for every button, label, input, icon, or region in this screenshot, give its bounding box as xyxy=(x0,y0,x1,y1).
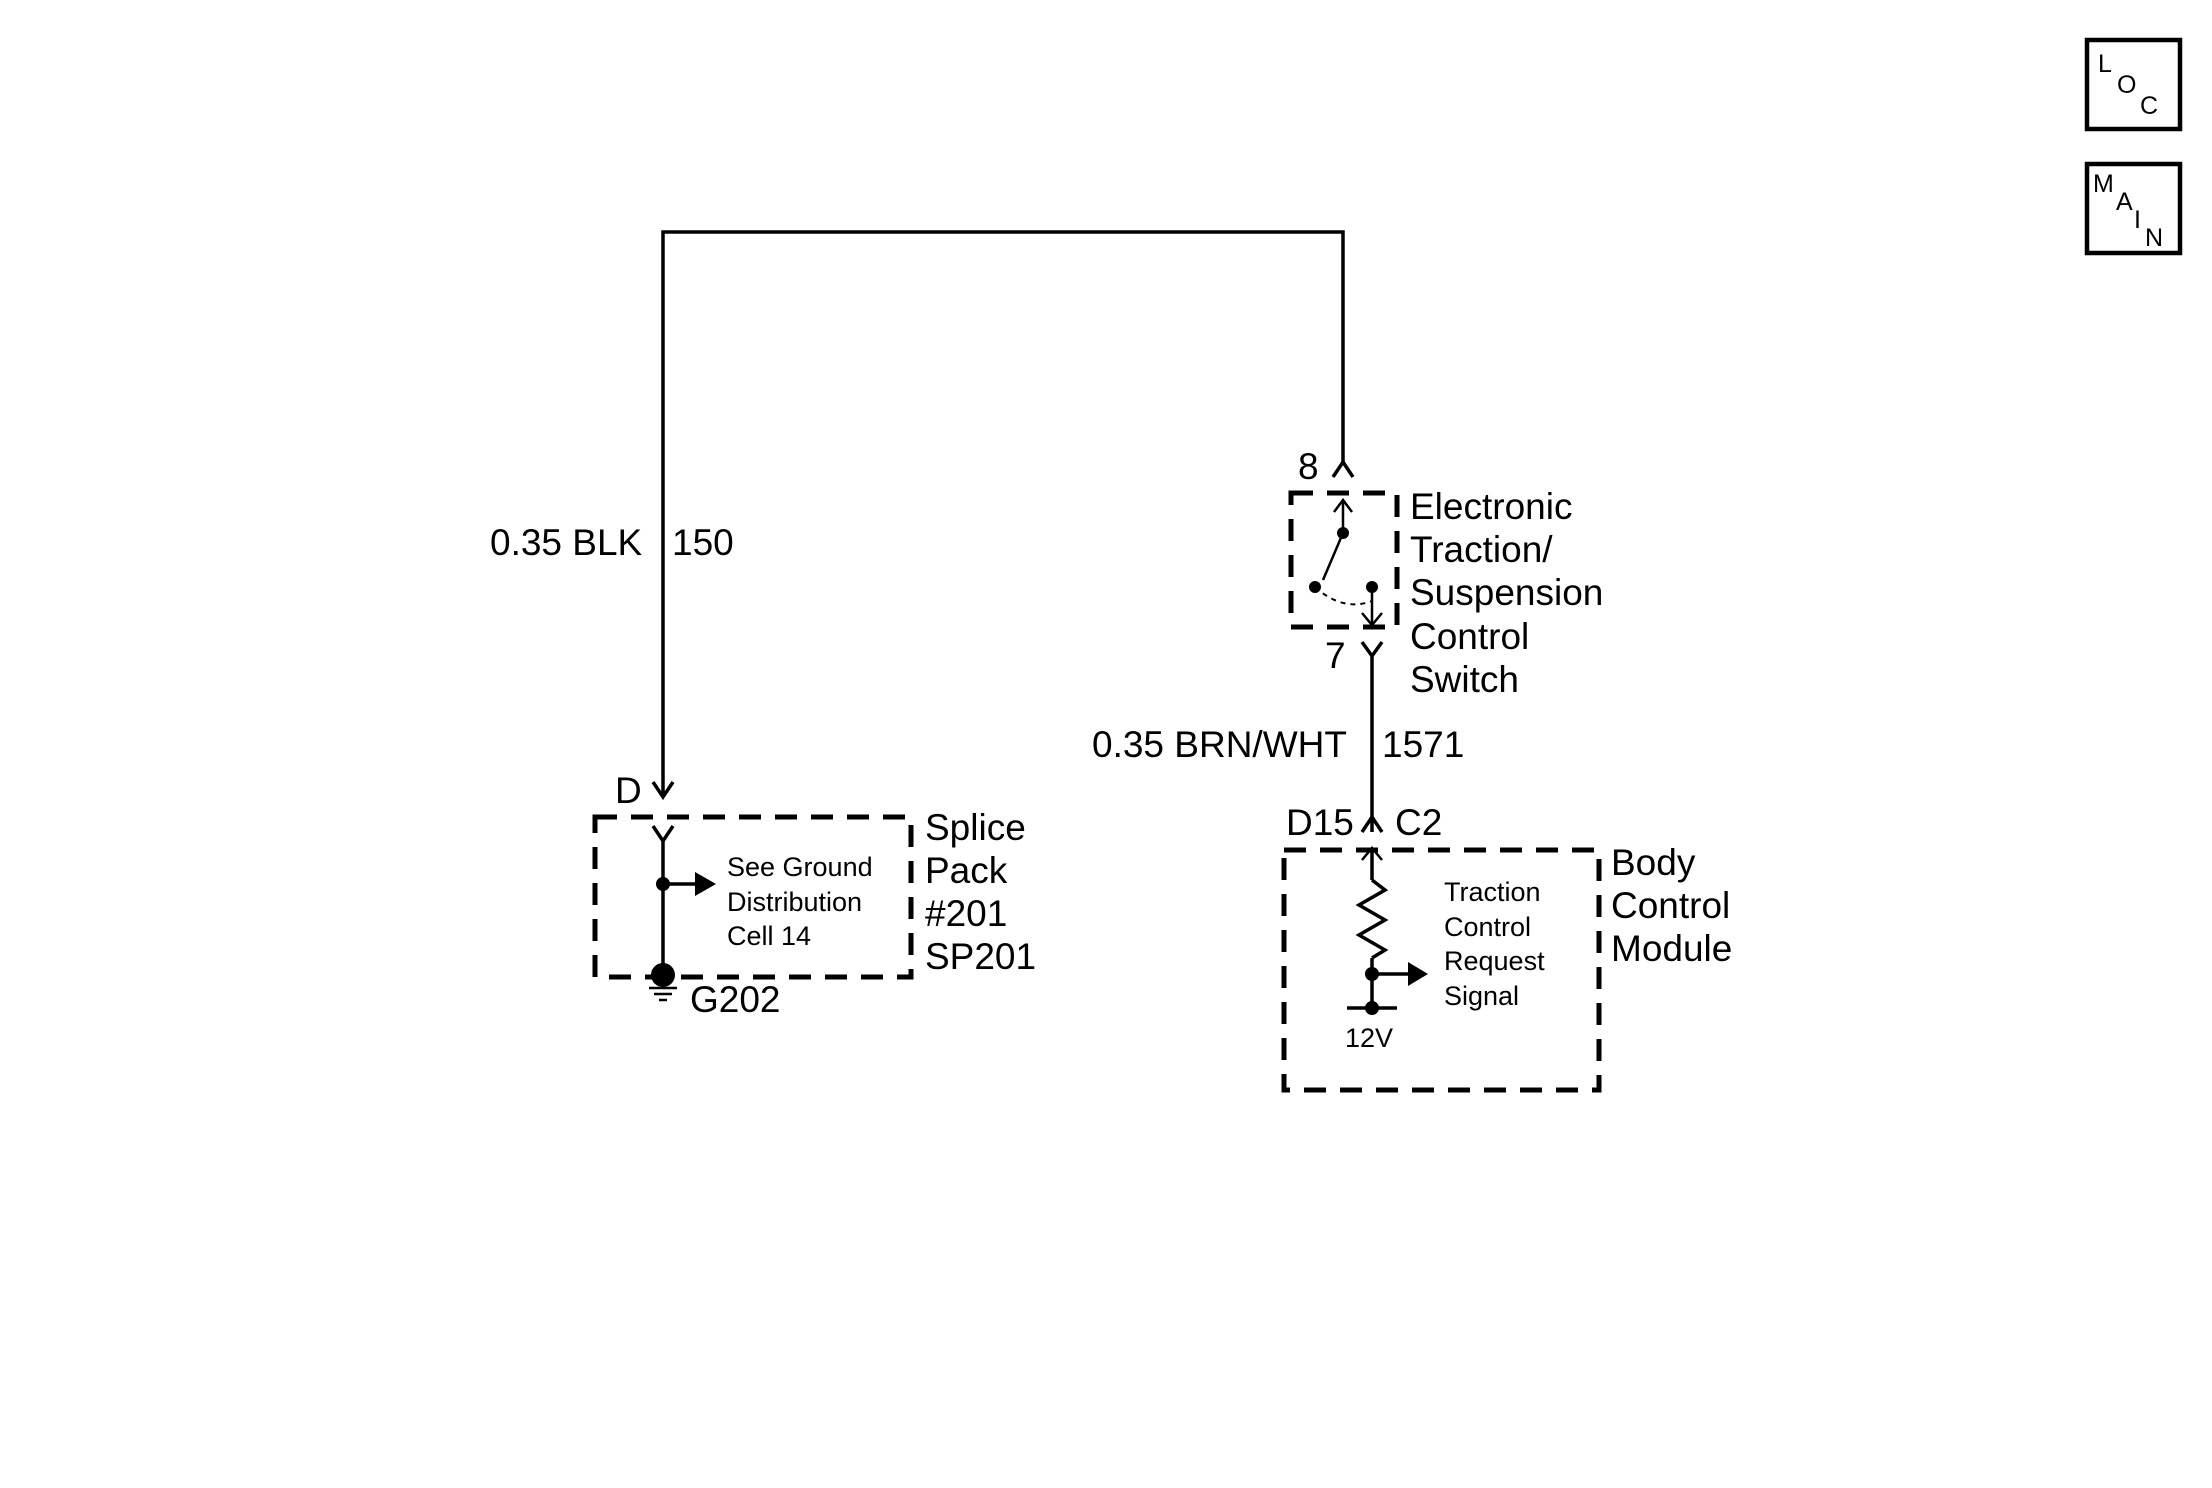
splice-note-line-1: See Ground xyxy=(727,852,873,882)
splice-name-line-4: SP201 xyxy=(925,936,1036,977)
splice-name-line-3: #201 xyxy=(925,893,1007,934)
body-control-module xyxy=(1281,813,1602,1093)
bcm-pin-label: D15 xyxy=(1286,802,1354,843)
bcm-name-line-1: Body xyxy=(1611,842,1696,883)
main-letter-m: M xyxy=(2093,170,2114,198)
main-letter-a: A xyxy=(2116,188,2133,216)
loc-letter-c: C xyxy=(2140,92,2158,120)
switch-name-line-5: Switch xyxy=(1410,659,1519,700)
splice-pin-d-connector xyxy=(651,825,675,845)
switch-name-line-1: Electronic xyxy=(1410,486,1572,527)
main-button[interactable]: M A I N xyxy=(2084,161,2183,256)
splice-name-line-2: Pack xyxy=(925,850,1008,891)
switch-pin-8-label: 8 xyxy=(1298,446,1319,487)
wire-blk-150 xyxy=(651,230,1345,801)
bcm-signal-line-4: Signal xyxy=(1444,981,1519,1011)
bcm-signal-line-1: Traction xyxy=(1444,877,1541,907)
wire-blk-gauge-label: 0.35 BLK xyxy=(490,522,643,563)
switch-component-box xyxy=(1288,490,1400,630)
switch-pin-7-label: 7 xyxy=(1325,635,1346,676)
splice-pack xyxy=(592,814,914,1002)
splice-pin-d-label: D xyxy=(615,770,642,811)
ground-id-label: G202 xyxy=(690,979,781,1020)
wire-blk-circuit-label: 150 xyxy=(672,522,734,563)
wire-brn-wht-circuit-label: 1571 xyxy=(1382,724,1464,765)
bcm-signal-line-2: Control xyxy=(1444,912,1531,942)
switch-name-line-3: Suspension xyxy=(1410,572,1603,613)
switch-pin-8-connector xyxy=(1331,458,1355,478)
signal-arrow-icon xyxy=(1408,962,1428,986)
wire-brn-wht-gauge-label: 0.35 BRN/WHT xyxy=(1092,724,1347,765)
bcm-name-line-2: Control xyxy=(1611,885,1730,926)
bcm-connector xyxy=(1360,813,1384,833)
bcm-connector-label: C2 xyxy=(1395,802,1442,843)
traction-suspension-switch xyxy=(1288,458,1400,660)
splice-note-line-2: Distribution xyxy=(727,887,862,917)
bcm-component-box xyxy=(1281,847,1602,1093)
bcm-name-line-3: Module xyxy=(1611,928,1732,969)
splice-component-box xyxy=(592,814,914,980)
bcm-voltage-label: 12V xyxy=(1345,1023,1393,1053)
bcm-signal-line-3: Request xyxy=(1444,946,1545,976)
switch-pin-7-connector xyxy=(1360,640,1384,660)
splice-note-line-3: Cell 14 xyxy=(727,921,811,951)
loc-button[interactable]: L O C xyxy=(2084,37,2183,132)
loc-letter-o: O xyxy=(2117,71,2136,99)
ground-reference-arrow-icon xyxy=(695,872,716,896)
switch-name-line-4: Control xyxy=(1410,616,1529,657)
main-letter-i: I xyxy=(2134,206,2141,234)
switch-name-line-2: Traction/ xyxy=(1410,529,1553,570)
splice-name-line-1: Splice xyxy=(925,807,1026,848)
loc-letter-l: L xyxy=(2098,50,2112,78)
pull-up-resistor-icon xyxy=(1355,878,1389,960)
main-letter-n: N xyxy=(2145,224,2163,252)
